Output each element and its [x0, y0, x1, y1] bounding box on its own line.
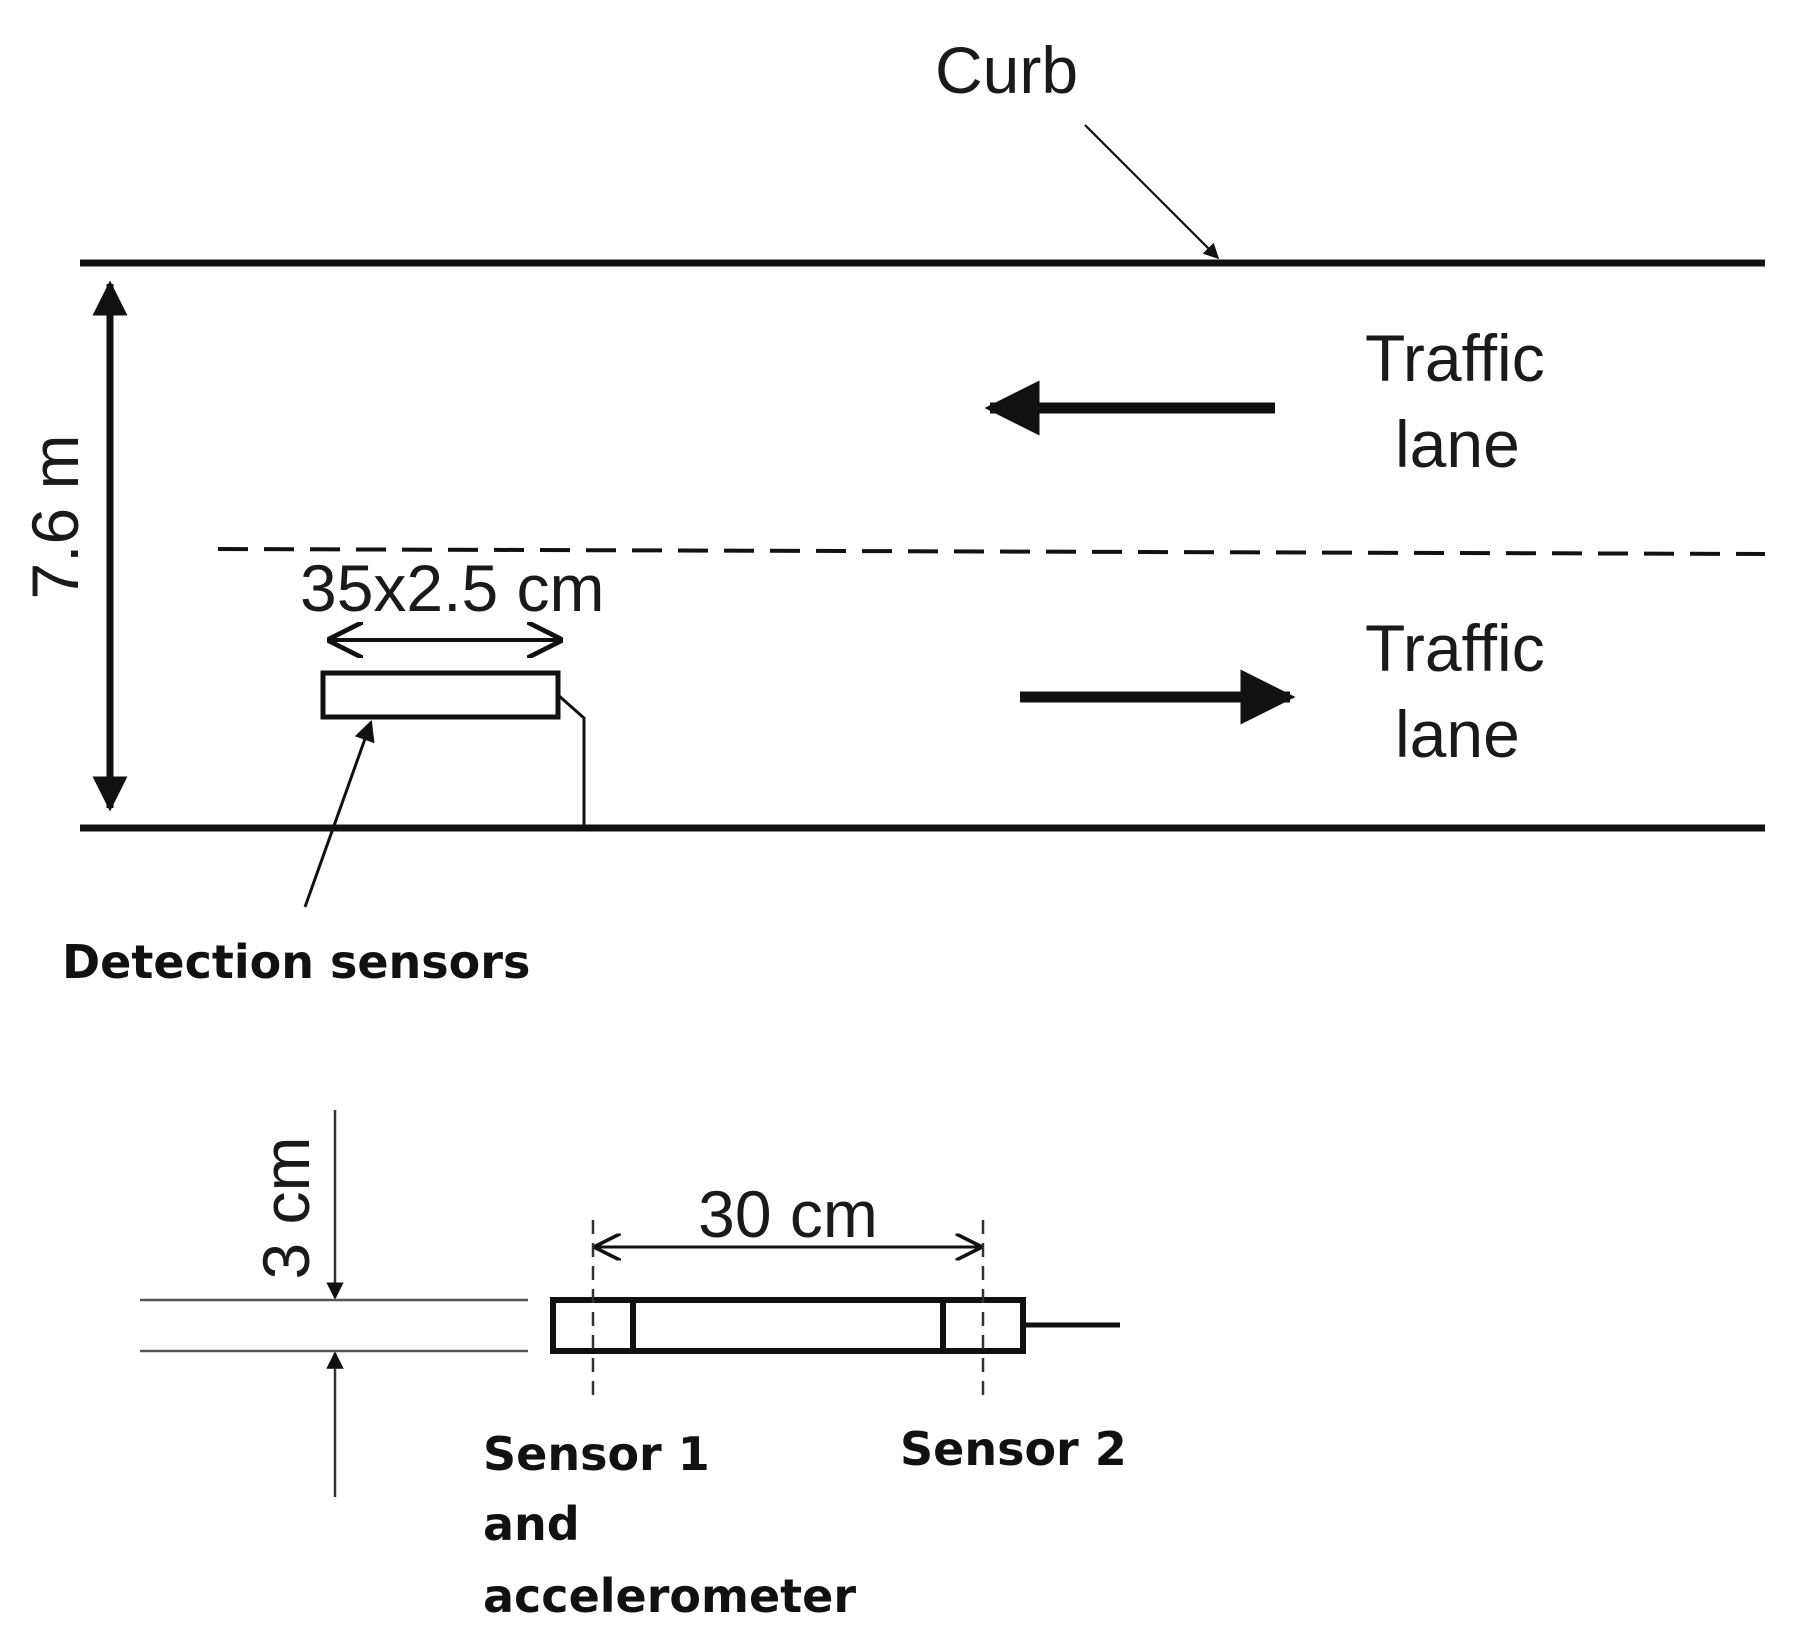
- road-width-label: 7.6 m: [18, 434, 92, 599]
- curb-pointer-arrow: [1084, 124, 1220, 260]
- sensor-cable: [557, 693, 586, 828]
- sensor-strip-plan: [320, 670, 561, 720]
- depth-label: 3 cm: [249, 1136, 323, 1279]
- sensor-strip-section: [550, 1297, 1026, 1354]
- lane-divider: [217, 547, 1766, 556]
- side-view: 3 cm 30 cm Sensor 1 and accelerometer Se…: [140, 1110, 1127, 1623]
- lower-lane-label-line2: lane: [1395, 697, 1520, 771]
- curb-label: Curb: [935, 33, 1078, 107]
- spacing-label: 30 cm: [698, 1177, 878, 1251]
- lower-lane-label-line1: Traffic: [1365, 611, 1545, 685]
- detection-sensors-pointer: [303, 720, 375, 908]
- top-view: Curb 7.6 m Traffic lane Traffic lane 35x…: [18, 33, 1766, 989]
- upper-lane-label-line2: lane: [1395, 407, 1520, 481]
- upper-lane-label-line1: Traffic: [1365, 321, 1545, 395]
- sensor1-label-line3: accelerometer: [483, 1569, 856, 1623]
- sensor-size-label: 35x2.5 cm: [300, 551, 604, 625]
- sensor1-label-line1: Sensor 1: [483, 1427, 710, 1481]
- sensor2-label: Sensor 2: [900, 1422, 1127, 1476]
- detection-sensors-label: Detection sensors: [62, 935, 530, 989]
- sensor1-label-line2: and: [483, 1497, 580, 1551]
